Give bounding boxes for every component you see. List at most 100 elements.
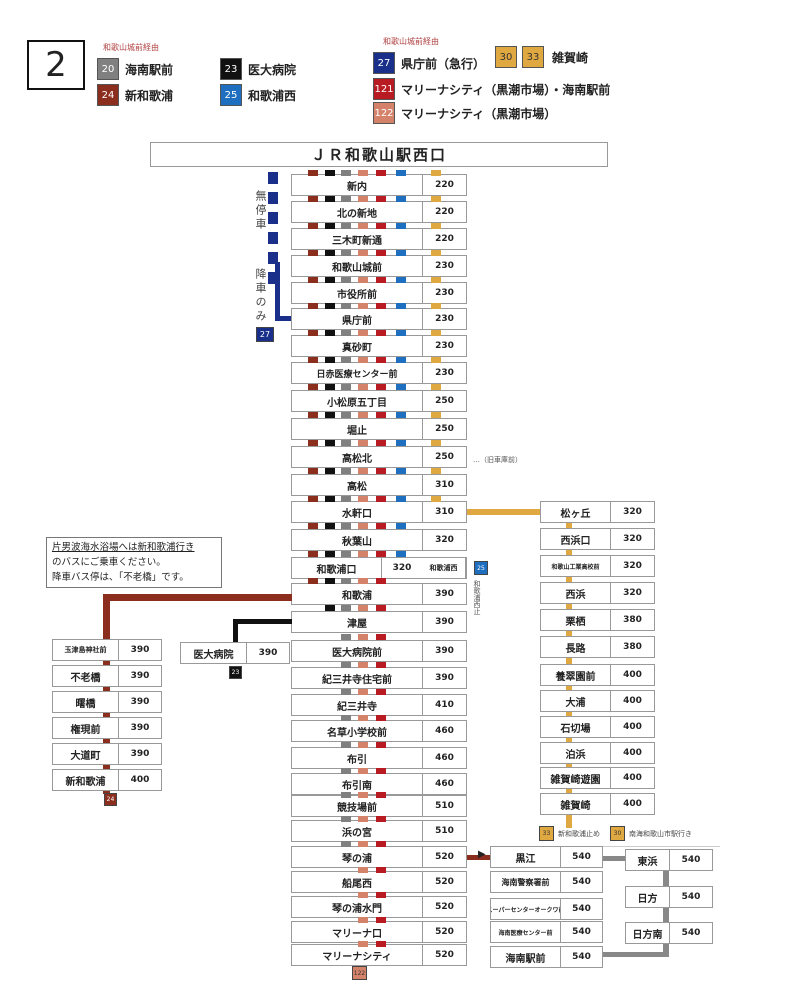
fare: 390	[130, 645, 150, 655]
route-stripe	[341, 440, 351, 446]
route-stripe	[341, 841, 351, 847]
route25-badge: 25	[474, 561, 488, 575]
fare: 390	[435, 589, 454, 599]
station-name: 医大病院	[181, 643, 247, 663]
via-label-right: 和歌山城前経由	[383, 37, 439, 46]
route-stripe	[308, 303, 318, 309]
fare: 230	[435, 368, 454, 378]
route-stripe	[341, 222, 351, 229]
route-label: 和歌浦西	[248, 89, 297, 103]
route-stripe	[341, 495, 351, 502]
via-label-left: 和歌山城前経由	[103, 43, 159, 52]
route-stripe	[325, 249, 335, 256]
route-stripe	[358, 170, 368, 176]
fare: 540	[572, 877, 591, 887]
route23-line	[233, 619, 238, 645]
station-name: 曙橋	[53, 692, 119, 712]
station-name: 琴の浦	[292, 847, 423, 867]
route-stripe	[376, 891, 386, 898]
station-name: 和歌山工業高校前	[541, 556, 611, 576]
route-stripe	[376, 356, 386, 363]
route-stripe	[341, 303, 351, 309]
route-badge: 30	[610, 826, 625, 841]
route-stripe	[376, 523, 386, 529]
route-stripe	[358, 440, 368, 446]
station-name: マリーナ口	[292, 922, 423, 942]
route-stripe	[325, 605, 335, 611]
station-name: 三木町新通	[292, 229, 423, 249]
fare: 400	[623, 799, 642, 809]
route-badge: 23	[220, 58, 242, 80]
route-stripe	[325, 495, 335, 502]
route-stripe	[431, 412, 441, 418]
fare: 380	[623, 642, 642, 652]
route-label: 新和歌浦	[125, 89, 174, 103]
route-stripe	[396, 195, 406, 202]
route-stripe	[376, 605, 386, 611]
route-stripe	[358, 661, 368, 668]
fare: 250	[435, 452, 454, 462]
notice-box: 片男波海水浴場へは新和歌浦行き のバスにご乗車ください。 降車バス停は、「不老橋…	[46, 537, 222, 588]
route-stripe	[341, 384, 351, 390]
route-stripe	[341, 605, 351, 611]
station-name: スーパーセンターオークワ前	[491, 899, 561, 919]
station-name: 和歌浦口	[292, 558, 382, 578]
station-name: 市役所前	[292, 283, 423, 303]
route-stripe	[325, 384, 335, 390]
route-badge: 30	[495, 46, 517, 68]
route-stripe	[431, 303, 441, 309]
fare: 520	[435, 902, 454, 912]
fare: 220	[435, 180, 454, 190]
route27-nonstop-mark	[268, 212, 278, 224]
fare: 400	[623, 773, 642, 783]
fare: 250	[435, 396, 454, 406]
route-stripe	[308, 440, 318, 446]
nonstop-label: 無停車	[254, 190, 267, 232]
route-stripe	[308, 578, 318, 584]
route-stripe	[341, 633, 351, 640]
route27-line	[275, 262, 280, 320]
route-stripe	[341, 792, 351, 798]
route-stripe	[431, 276, 441, 283]
route-stripe	[431, 468, 441, 474]
route-stripe	[376, 715, 386, 721]
station-name: 海南駅前	[491, 947, 561, 967]
route-badge: 33	[522, 46, 544, 68]
route-stripe	[358, 495, 368, 502]
origin-title: ＪＲ和歌山駅西口	[150, 142, 608, 167]
fare: 390	[435, 646, 454, 656]
route-stripe	[376, 633, 386, 640]
route-stripe	[358, 412, 368, 418]
route-stripe	[396, 329, 406, 336]
station-name: 紀三井寺	[292, 695, 423, 715]
route-stripe	[325, 222, 335, 229]
station-name: 松ヶ丘	[541, 502, 611, 522]
route-stripe	[341, 715, 351, 721]
alight-only-label: 降車のみ	[254, 268, 267, 324]
route-stripe	[341, 195, 351, 202]
station-name: 和歌浦	[292, 584, 423, 604]
route122-badge: 122	[352, 966, 367, 980]
route-stripe	[358, 249, 368, 256]
route-label: 海南駅前	[125, 63, 174, 77]
route-stripe	[376, 940, 386, 947]
